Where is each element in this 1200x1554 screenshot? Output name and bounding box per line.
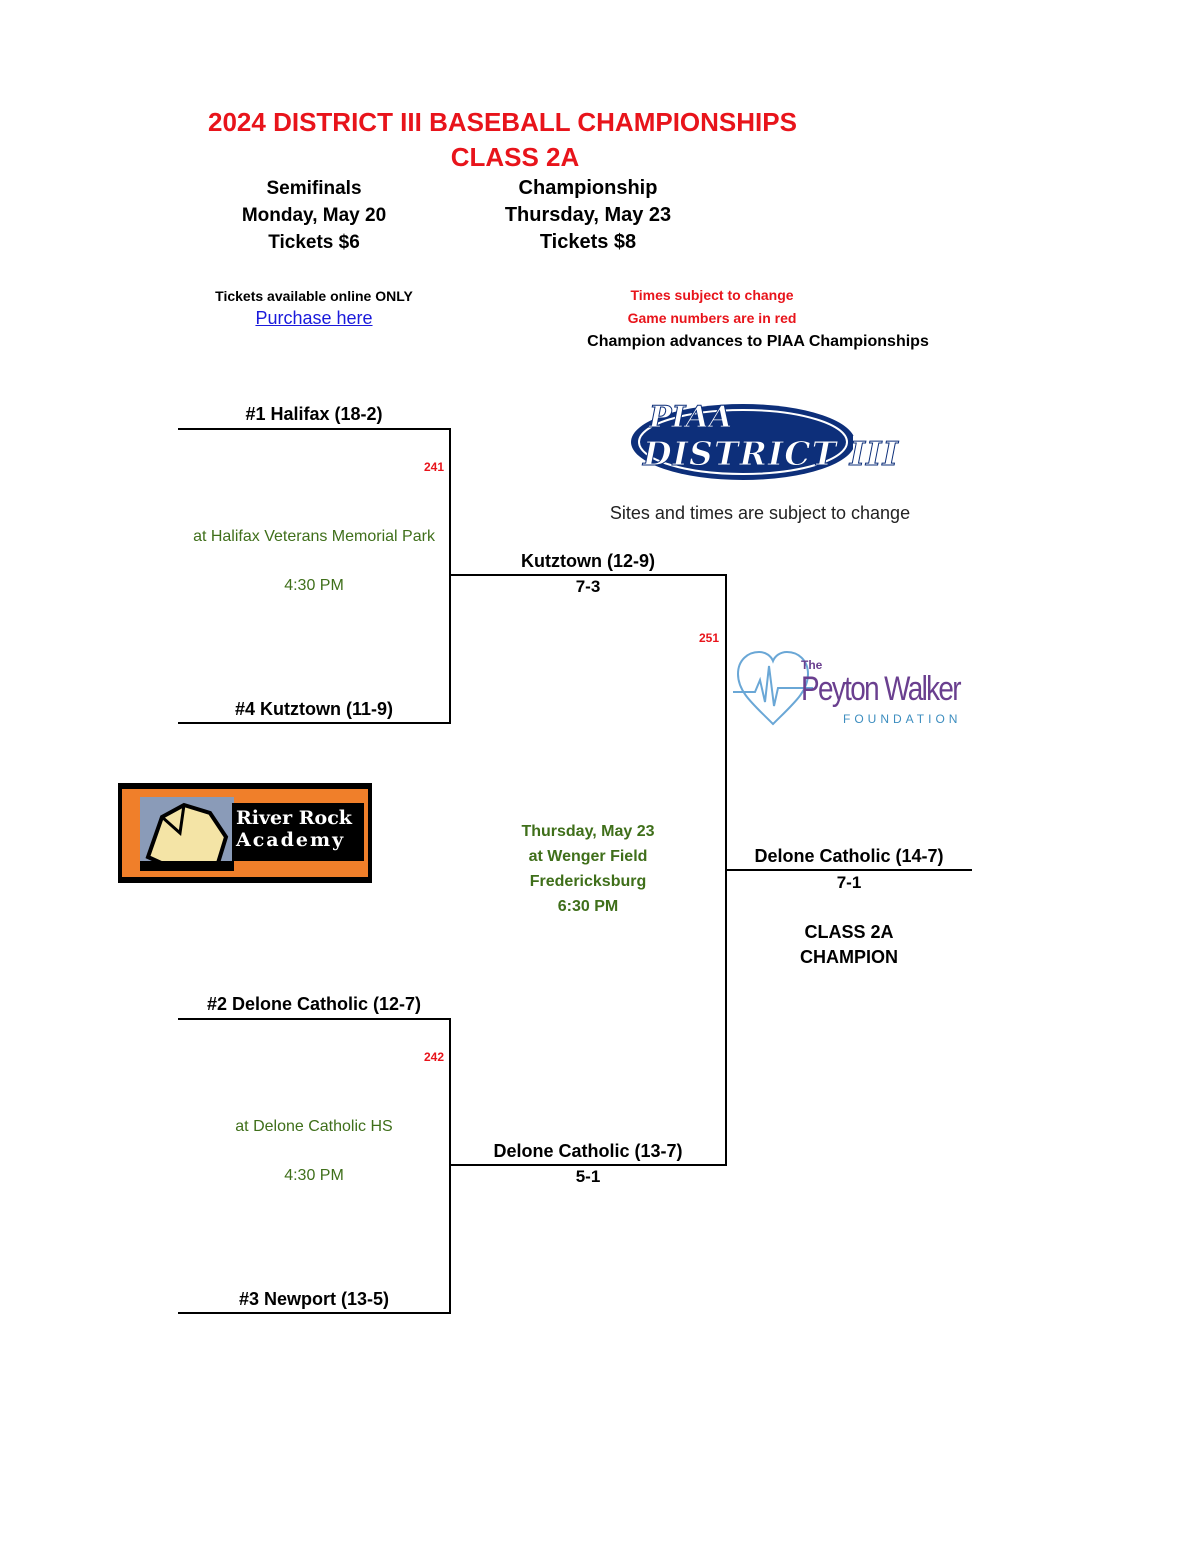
game251-time: 6:30 PM	[557, 898, 619, 915]
championship-name: Championship	[518, 177, 658, 199]
champion-line1: CLASS 2A	[804, 922, 894, 942]
championship-date: Thursday, May 23	[504, 204, 672, 226]
sites-note: Sites and times are subject to change	[609, 503, 911, 523]
game241-winner: Kutztown (12-9)	[521, 551, 655, 571]
semifinals-date: Monday, May 20	[241, 205, 387, 226]
bracket-line-kutztown	[178, 722, 450, 724]
game-number-242: 242	[424, 1050, 445, 1064]
game251-score: 7-1	[836, 873, 862, 892]
team-delone: #2 Delone Catholic (12-7)	[206, 994, 422, 1014]
game251-info: Thursday, May 23 at Wenger Field Frederi…	[478, 819, 698, 919]
team-kutztown: #4 Kutztown (11-9)	[234, 699, 394, 719]
peyton-walker-logo: The Peyton Walker FOUNDATION	[733, 640, 983, 735]
bracket-line-delone	[178, 1018, 450, 1020]
semifinals-name: Semifinals	[266, 178, 362, 199]
bracket-line-241-vertical	[449, 428, 451, 724]
river-rock-line2: Academy	[236, 829, 346, 851]
game251-date: Thursday, May 23	[521, 823, 655, 840]
team-newport: #3 Newport (13-5)	[238, 1289, 390, 1309]
game251-site: at Wenger Field	[528, 848, 648, 865]
peyton-logo-foundation: FOUNDATION	[843, 712, 962, 726]
advance-note: Champion advances to PIAA Championships	[587, 333, 929, 350]
game251-winner: Delone Catholic (14-7)	[754, 846, 944, 866]
bracket-line-champion	[726, 869, 972, 871]
game-number-241: 241	[424, 460, 445, 474]
purchase-link[interactable]: Purchase here	[255, 308, 373, 328]
game242-score: 5-1	[575, 1167, 601, 1186]
piaa-logo-top: PIAA	[648, 400, 733, 436]
championship-tickets: Tickets $8	[539, 231, 637, 253]
game241-site: at Halifax Veterans Memorial Park	[193, 528, 435, 545]
game242-winner: Delone Catholic (13-7)	[493, 1141, 683, 1161]
tickets-note: Tickets available online ONLY	[215, 288, 413, 304]
game241-time: 4:30 PM	[284, 577, 344, 594]
piaa-logo-bottom: DISTRICT III	[643, 434, 899, 474]
peyton-logo-the: The	[801, 658, 823, 672]
times-note: Times subject to change	[630, 287, 794, 303]
championship-header: Championship Thursday, May 23 Tickets $8	[478, 175, 698, 256]
page-title: 2024 DISTRICT III BASEBALL CHAMPIONSHIPS	[208, 107, 797, 137]
bracket-line-newport	[178, 1312, 450, 1314]
bracket-line-halifax	[178, 428, 450, 430]
bracket-line-242-vertical	[449, 1018, 451, 1314]
champion-line2: CHAMPION	[800, 947, 898, 967]
game251-city: Fredericksburg	[529, 873, 647, 890]
team-halifax: #1 Halifax (18-2)	[245, 404, 383, 424]
semifinals-tickets: Tickets $6	[268, 232, 360, 253]
page-subtitle: CLASS 2A	[450, 142, 580, 172]
game241-score: 7-3	[575, 577, 601, 596]
game-numbers-note: Game numbers are in red	[627, 310, 797, 326]
game242-site: at Delone Catholic HS	[235, 1118, 393, 1135]
peyton-logo-name: Peyton Walker	[801, 670, 962, 708]
river-rock-line1: River Rock	[236, 807, 352, 829]
notes-red: Times subject to change Game numbers are…	[582, 284, 842, 330]
game242-time: 4:30 PM	[284, 1167, 344, 1184]
semifinals-header: Semifinals Monday, May 20 Tickets $6	[214, 175, 414, 256]
rock-icon	[140, 802, 234, 871]
bracket-line-242-winner	[450, 1164, 726, 1166]
bracket-line-241-winner	[450, 574, 726, 576]
river-rock-logo: River Rock Academy	[118, 783, 372, 883]
champion-label: CLASS 2A CHAMPION	[749, 920, 949, 970]
piaa-district-logo: PIAA DISTRICT III	[625, 398, 925, 488]
heart-icon	[733, 650, 813, 726]
game-number-251: 251	[699, 631, 720, 645]
